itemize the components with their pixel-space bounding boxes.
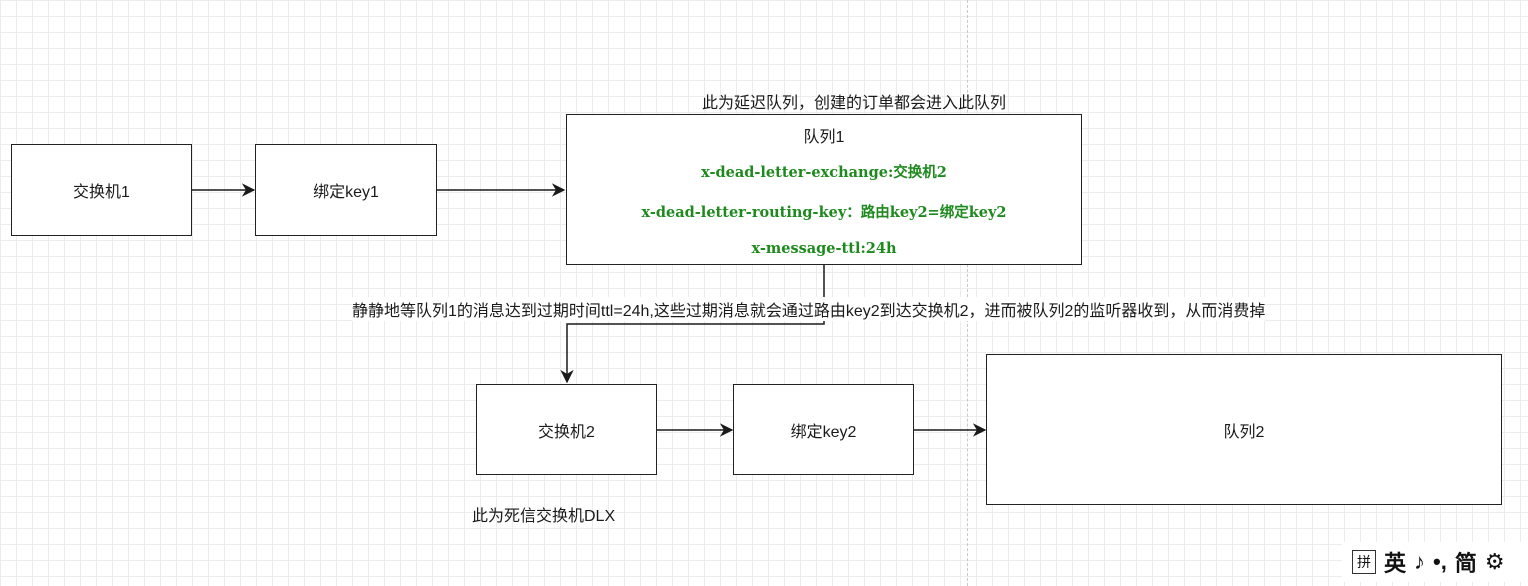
- queue2-node[interactable]: 队列2: [986, 354, 1502, 505]
- simplified-icon[interactable]: 简: [1454, 551, 1477, 576]
- queue1-ttl: x-message-ttl:24h: [751, 240, 897, 257]
- punctuation-icon[interactable]: •,: [1433, 549, 1447, 574]
- queue1-title: 队列1: [803, 129, 845, 146]
- queue1-note: 此为延迟队列，创建的订单都会进入此队列: [702, 95, 1007, 112]
- ime-toolbar[interactable]: 拼 英 ♪ •, 简 ⚙: [1342, 542, 1528, 582]
- binding1-node[interactable]: 绑定key1: [255, 144, 437, 236]
- edge-queue1-exchange2: [560, 265, 825, 384]
- binding2-label: 绑定key2: [790, 423, 857, 441]
- exchange2-note: 此为死信交换机DLX: [472, 508, 616, 525]
- flow-note: 静静地等队列1的消息达到过期时间ttl=24h,这些过期消息就会通过路由key2…: [352, 297, 1266, 321]
- english-mode-icon[interactable]: 英: [1384, 551, 1407, 576]
- sound-icon[interactable]: ♪: [1414, 549, 1426, 574]
- page-guide-line: [967, 0, 968, 586]
- binding1-label: 绑定key1: [313, 184, 379, 201]
- exchange2-node[interactable]: 交换机2: [476, 384, 657, 475]
- exchange1-label: 交换机1: [73, 184, 130, 201]
- exchange2-label: 交换机2: [538, 423, 595, 441]
- binding2-node[interactable]: 绑定key2: [733, 384, 914, 475]
- queue1-node[interactable]: 队列1 x-dead-letter-exchange:交换机2 x-dead-l…: [566, 114, 1082, 265]
- queue2-label: 队列2: [1223, 423, 1265, 441]
- pinyin-mode-icon[interactable]: 拼: [1352, 550, 1376, 574]
- exchange1-node[interactable]: 交换机1: [11, 144, 192, 236]
- settings-icon[interactable]: ⚙: [1484, 549, 1505, 574]
- queue1-dlx-routing-key: x-dead-letter-routing-key：路由key2=绑定key2: [641, 204, 1007, 221]
- queue1-dlx-exchange: x-dead-letter-exchange:交换机2: [701, 164, 947, 181]
